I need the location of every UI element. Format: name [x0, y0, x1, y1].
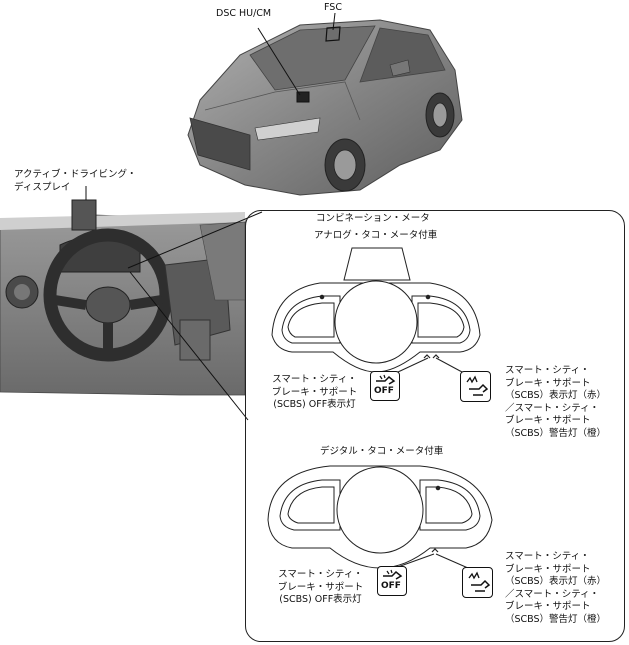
digital-off-line: (SCBS) OFF表示灯: [268, 594, 373, 607]
scbs-off-icon-digital: OFF: [377, 566, 407, 596]
digital-warn-line: スマート・シティ・: [505, 551, 606, 564]
digital-off-label: スマート・シティ・ ブレーキ・サポート (SCBS) OFF表示灯: [268, 569, 373, 607]
analog-meter: [272, 248, 480, 372]
digital-off-line: スマート・シティ・: [268, 569, 373, 582]
digital-warn-line: ／スマート・シティ・: [505, 589, 606, 602]
off-text: OFF: [374, 386, 394, 396]
digital-warn-line: （SCBS）表示灯（赤）: [505, 576, 606, 589]
analog-warn-line: （SCBS）表示灯（赤）: [505, 390, 606, 403]
analog-off-label: スマート・シティ・ ブレーキ・サポート (SCBS) OFF表示灯: [262, 374, 367, 412]
analog-warn-line: ／スマート・シティ・: [505, 403, 606, 416]
digital-warn-line: ブレーキ・サポート: [505, 564, 606, 577]
analog-warning-label: スマート・シティ・ ブレーキ・サポート （SCBS）表示灯（赤） ／スマート・シ…: [505, 365, 606, 440]
scbs-off-icon-analog: OFF: [370, 371, 400, 401]
analog-off-line: (SCBS) OFF表示灯: [262, 399, 367, 412]
digital-warn-line: （SCBS）警告灯（橙）: [505, 614, 606, 627]
digital-meter: [268, 466, 492, 568]
analog-off-line: スマート・シティ・: [262, 374, 367, 387]
analog-warn-line: （SCBS）警告灯（橙）: [505, 428, 606, 441]
analog-warn-line: ブレーキ・サポート: [505, 378, 606, 391]
scbs-warning-icon-analog: [460, 371, 491, 402]
analog-warn-line: スマート・シティ・: [505, 365, 606, 378]
digital-warn-line: ブレーキ・サポート: [505, 601, 606, 614]
digital-warning-label: スマート・シティ・ ブレーキ・サポート （SCBS）表示灯（赤） ／スマート・シ…: [505, 551, 606, 626]
digital-off-line: ブレーキ・サポート: [268, 582, 373, 595]
scbs-warning-icon-digital: [462, 567, 493, 598]
off-text: OFF: [381, 581, 401, 591]
analog-off-line: ブレーキ・サポート: [262, 387, 367, 400]
analog-warn-line: ブレーキ・サポート: [505, 415, 606, 428]
